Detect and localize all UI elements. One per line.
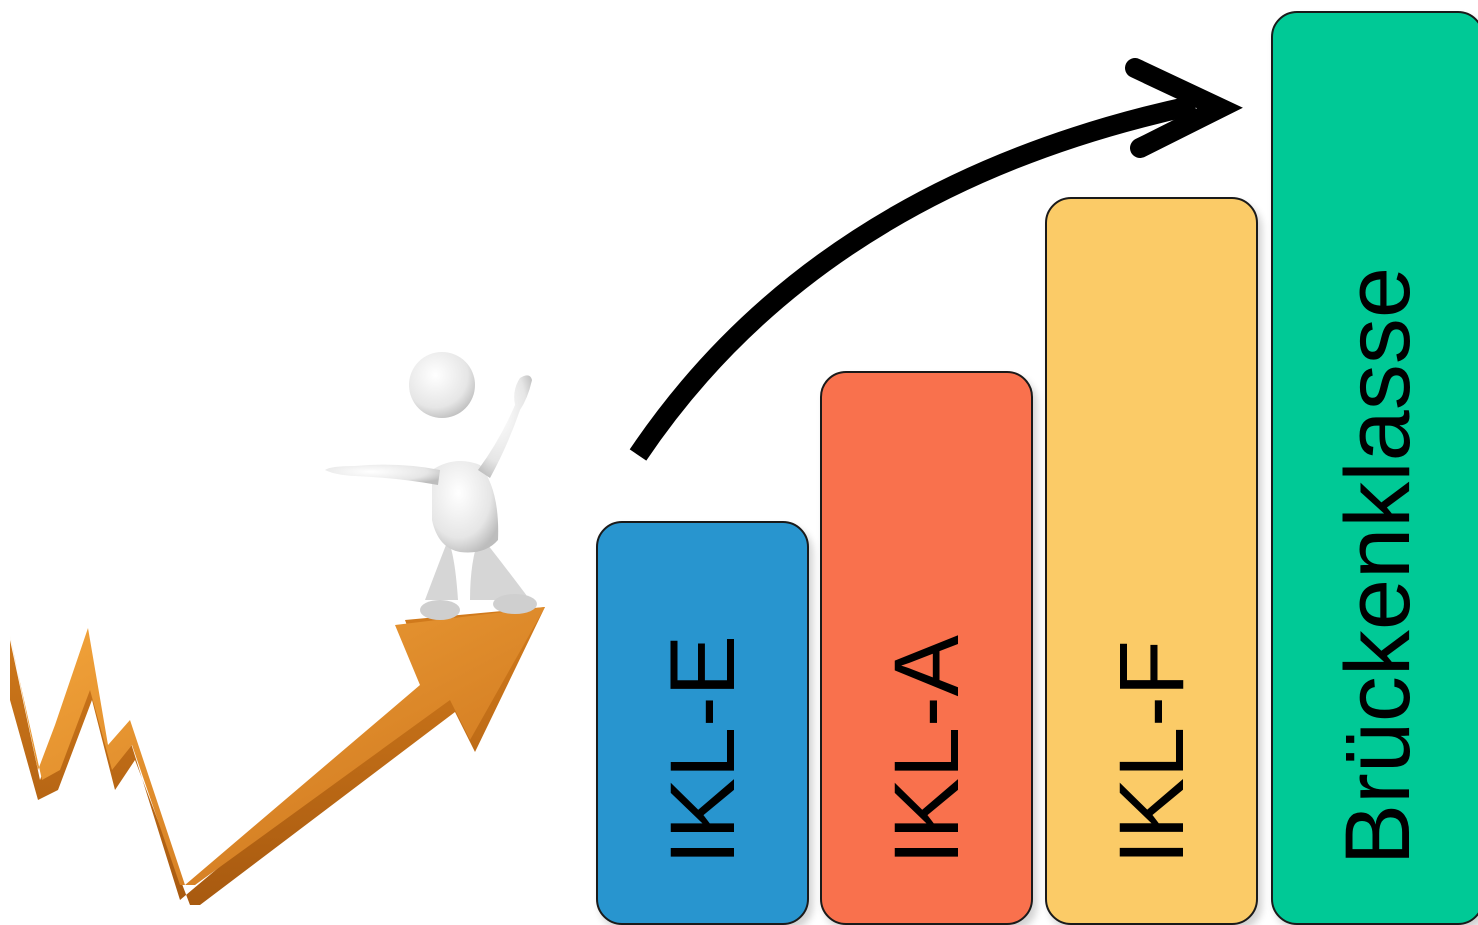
ikl-e-block: IKL-E xyxy=(596,521,809,925)
brueckenklasse-block: Brückenklasse xyxy=(1271,11,1478,925)
brueckenklasse-label: Brückenklasse xyxy=(1326,266,1429,865)
person-balancing-icon xyxy=(325,352,537,620)
ikl-a-block: IKL-A xyxy=(820,371,1033,925)
ikl-e-label: IKL-E xyxy=(651,634,754,865)
curved-arrow-icon xyxy=(629,58,1243,461)
ikl-f-label: IKL-F xyxy=(1100,640,1203,865)
ikl-a-label: IKL-A xyxy=(875,634,978,865)
upward-zigzag-arrow-icon xyxy=(10,607,545,905)
ikl-f-block: IKL-F xyxy=(1045,197,1258,925)
